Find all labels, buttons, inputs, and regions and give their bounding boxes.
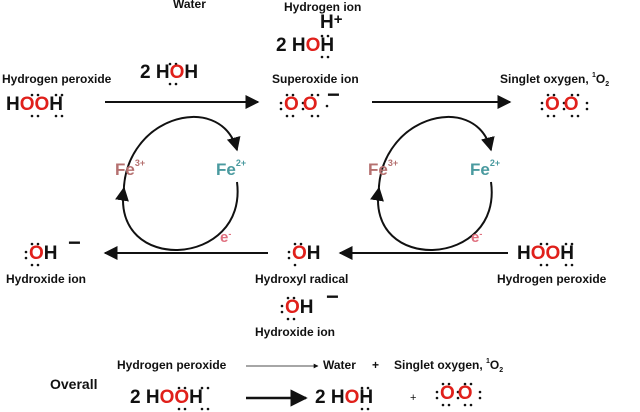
molecule-overall-water: 2 HOH (315, 387, 374, 408)
molecule-hydrogen-peroxide-right: HOOH (517, 243, 575, 264)
fe2-right: Fe2+ (470, 158, 501, 179)
label-hydroxide-ion-left: Hydroxide ion (6, 272, 87, 286)
cycle-left-upper-arc (122, 115, 241, 201)
fe3-left: Fe3+ (115, 158, 146, 179)
label-superoxide-ion: Superoxide ion (272, 72, 359, 86)
label-hydrogen-peroxide-left: Hydrogen peroxide (2, 72, 112, 86)
overall-plus-sign: + (410, 392, 417, 404)
label-hydrogen-peroxide-right: Hydrogen peroxide (497, 272, 607, 286)
label-overall-plus: + (372, 358, 380, 372)
fe2-left: Fe2+ (216, 158, 247, 179)
label-overall-singlet-oxygen: Singlet oxygen, 1O2 (394, 358, 504, 374)
label-singlet-oxygen: Singlet oxygen, 1O2 (500, 72, 610, 88)
electron-left: e- (220, 229, 232, 246)
fe3-right: Fe3+ (368, 158, 399, 179)
molecule-water-top: 2 HOH (140, 62, 199, 83)
superoxide-charge: − (327, 82, 340, 107)
molecule-hydrogen-peroxide-left: HOOH (6, 94, 64, 115)
cycle-left-lower-arc (115, 181, 239, 251)
hydroxide-left-charge: − (68, 230, 81, 255)
label-water-top: Water (173, 0, 206, 11)
molecule-hydroxide-left: OH (29, 243, 58, 264)
molecule-overall-peroxide: 2 HOOH (130, 387, 203, 408)
label-hydrogen-ion: Hydrogen ion (284, 0, 362, 14)
molecule-hydroxide-bottom: OH (285, 297, 314, 318)
label-overall-water: Water (323, 358, 356, 372)
label-overall-reactant: Hydrogen peroxide (117, 358, 227, 372)
cycle-right-lower-arc (370, 181, 493, 251)
cycle-right-upper-arc (377, 115, 495, 201)
electron-right: e- (471, 229, 483, 246)
label-hydroxyl-radical: Hydroxyl radical (255, 272, 349, 286)
molecule-hydrogen-ion: H+ (320, 11, 343, 33)
molecule-water-ion: 2 HOH (276, 35, 335, 56)
label-overall: Overall (50, 376, 98, 392)
hydroxide-bottom-charge: − (326, 284, 339, 309)
electron-dots (24, 34, 589, 411)
molecule-hydroxyl-radical: OH (292, 243, 321, 264)
label-hydroxide-ion-bottom: Hydroxide ion (255, 325, 336, 339)
